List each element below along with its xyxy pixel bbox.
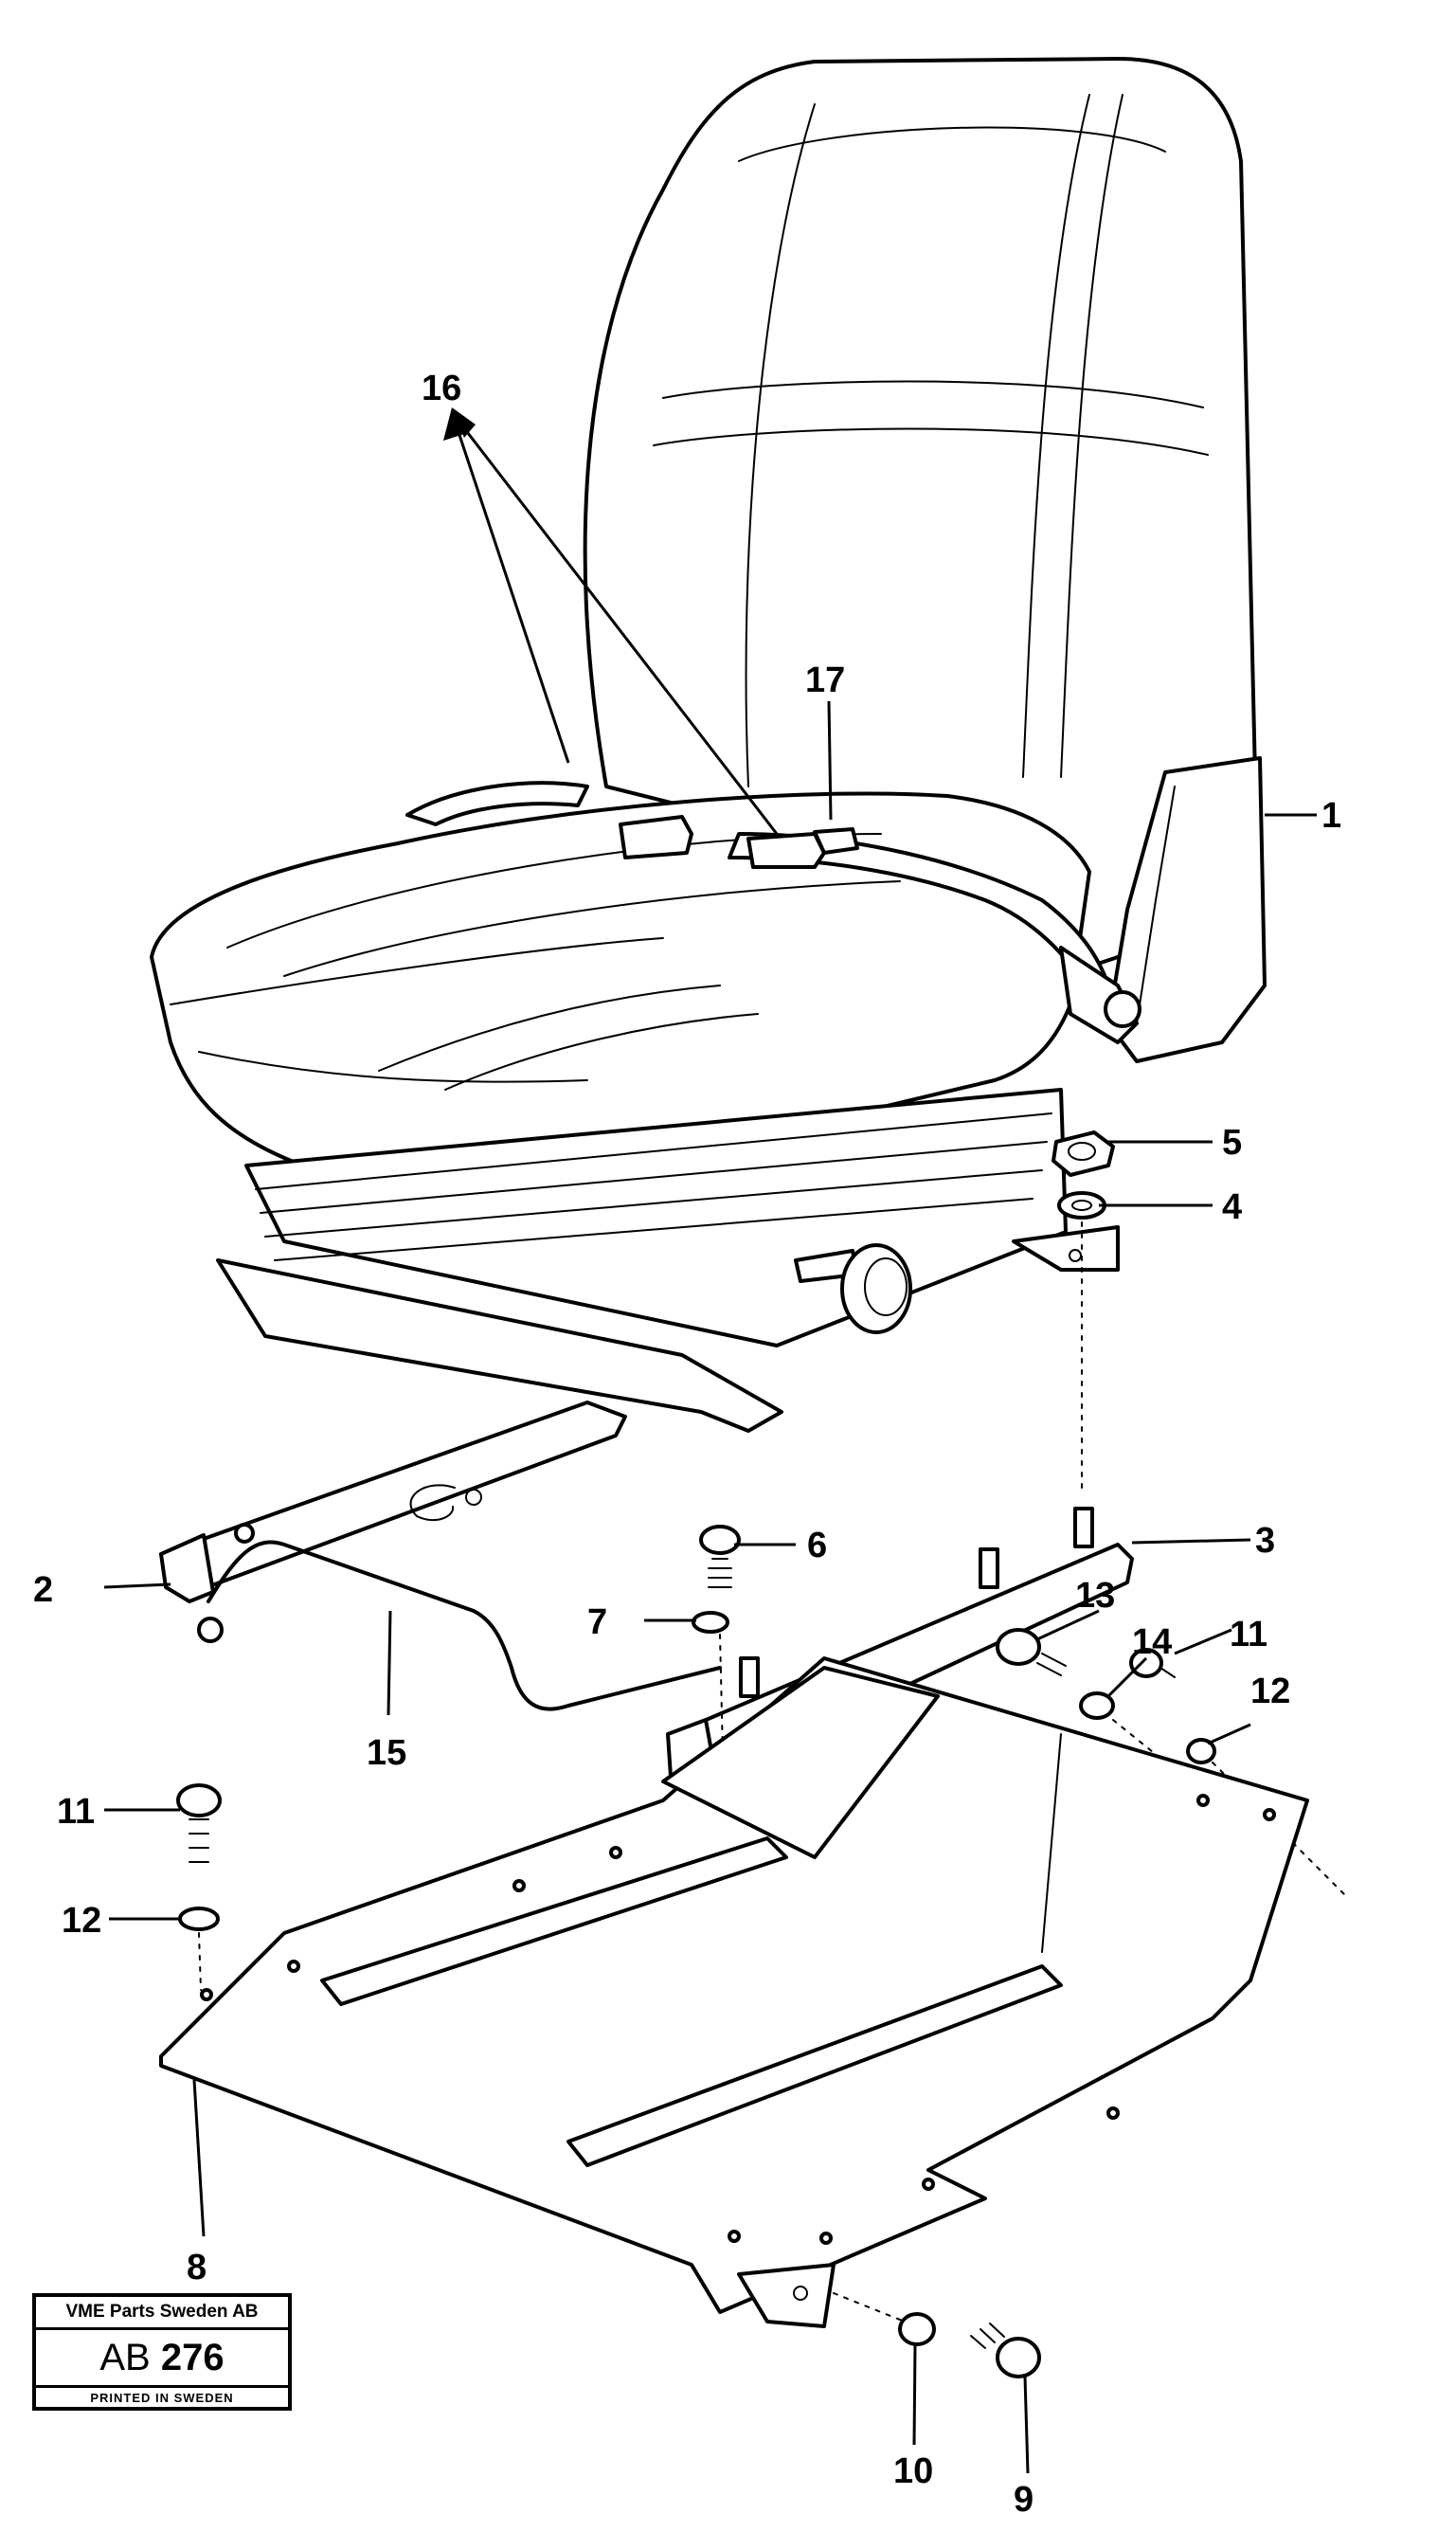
washer-4 — [1057, 1191, 1106, 1220]
washer-12-left — [178, 1907, 220, 1931]
callout-11-right: 11 — [1230, 1615, 1267, 1654]
stamp-footer: PRINTED IN SWEDEN — [36, 2385, 288, 2409]
release-bar — [207, 1540, 722, 1711]
leader-lines — [103, 411, 1317, 2474]
callout-10: 10 — [893, 2451, 933, 2491]
slide-rail-left — [159, 1401, 627, 1603]
bolt-9 — [970, 2323, 1041, 2378]
callout-2: 2 — [33, 1570, 53, 1610]
washer-10 — [898, 2312, 936, 2346]
washer-12-right — [1186, 1738, 1216, 1764]
washer-14 — [1079, 1691, 1115, 1720]
stamp-code-prefix: AB — [99, 2337, 151, 2378]
bolt-6 — [699, 1525, 741, 1588]
callout-6: 6 — [807, 1526, 827, 1565]
title-stamp: VME Parts Sweden AB AB 276 PRINTED IN SW… — [32, 2293, 292, 2411]
callout-11-left: 11 — [57, 1792, 95, 1832]
bolt-11-left — [176, 1783, 222, 1863]
callout-5: 5 — [1222, 1123, 1242, 1163]
callout-4: 4 — [1222, 1187, 1242, 1227]
stamp-company: VME Parts Sweden AB — [36, 2297, 288, 2330]
stamp-code-number: 276 — [160, 2337, 225, 2378]
callout-14: 14 — [1132, 1622, 1172, 1662]
callout-9: 9 — [1014, 2480, 1034, 2520]
callout-labels: 1 2 3 4 5 6 7 8 9 10 11 11 12 12 13 14 1… — [33, 369, 1341, 2520]
arrowheads — [443, 407, 476, 441]
bolt-11-right — [1129, 1648, 1176, 1678]
stamp-code: AB 276 — [36, 2330, 288, 2385]
mounting-plate — [159, 1656, 1309, 2328]
callout-3: 3 — [1255, 1521, 1275, 1561]
callout-17: 17 — [805, 660, 845, 700]
callout-15: 15 — [367, 1733, 406, 1773]
seat-backrest — [583, 57, 1267, 1063]
nut-5 — [1052, 1130, 1115, 1177]
suspension-bellows — [216, 1088, 1120, 1433]
bolt-13 — [996, 1628, 1067, 1676]
callout-13: 13 — [1075, 1576, 1115, 1616]
belt-buckle — [619, 815, 859, 869]
washer-7 — [692, 1611, 729, 1634]
callout-12-left: 12 — [62, 1901, 101, 1941]
callout-16: 16 — [422, 369, 461, 408]
callout-12-right: 12 — [1250, 1672, 1290, 1711]
callout-7: 7 — [587, 1602, 607, 1642]
callout-1: 1 — [1321, 796, 1341, 836]
callout-8: 8 — [187, 2248, 207, 2287]
